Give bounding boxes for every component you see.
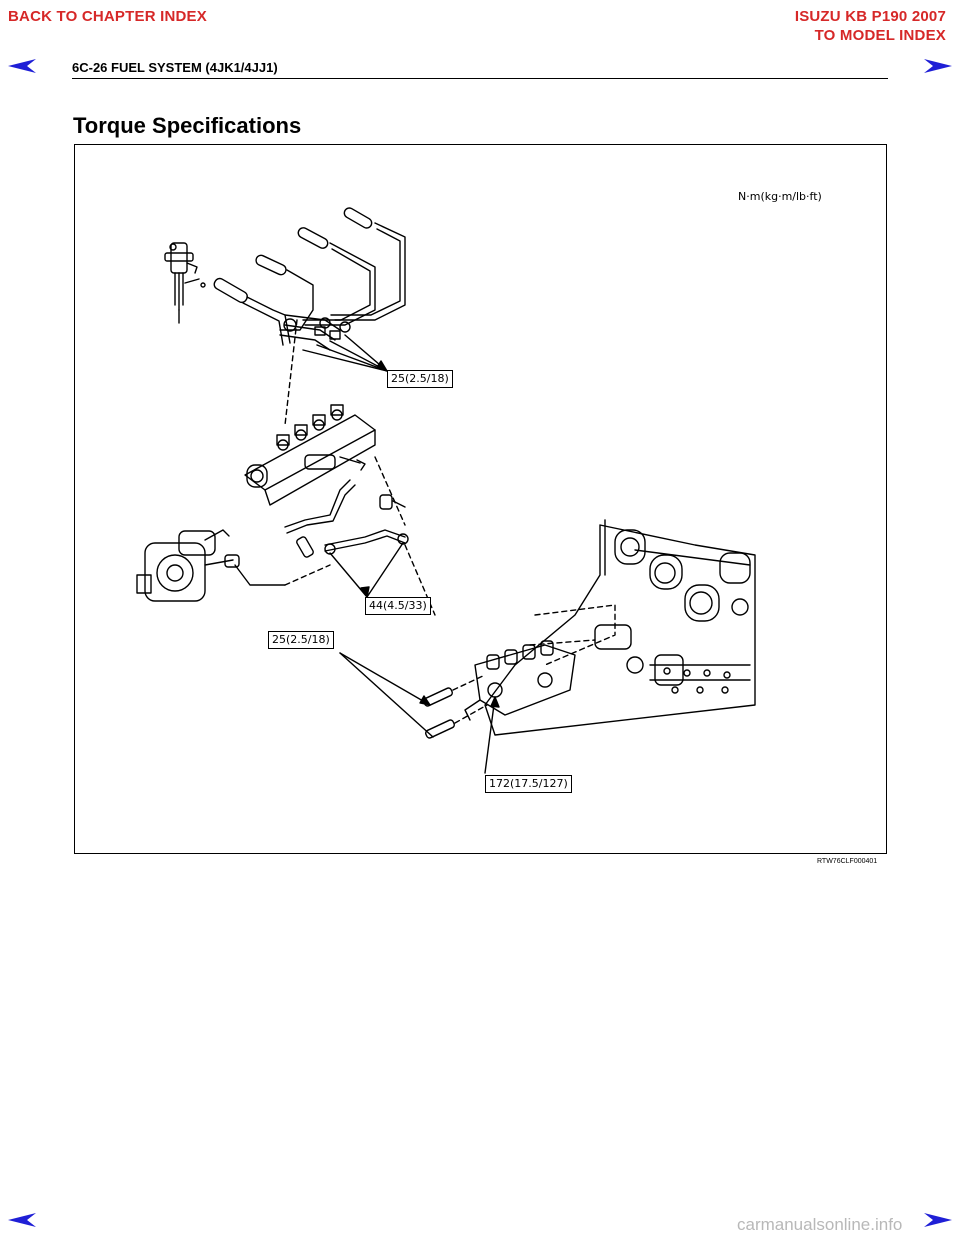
section-title: 6C-26 FUEL SYSTEM (4JK1/4JJ1) — [72, 60, 278, 75]
pump-bracket-drawing — [464, 640, 576, 721]
common-rail-drawing — [244, 319, 376, 506]
to-model-index-link[interactable]: TO MODEL INDEX — [814, 27, 946, 44]
header-rule — [72, 78, 888, 79]
page-heading: Torque Specifications — [73, 113, 302, 138]
supply-pump-drawing — [136, 529, 331, 602]
torque-callout-bolts: 25(2.5/18) — [268, 631, 334, 649]
torque-figure: N·m(kg·m/lb·ft) 25(2.5/18) 44(4.5/33) 25… — [74, 144, 887, 854]
next-page-arrow-icon[interactable] — [923, 1212, 953, 1228]
torque-callout-bracket: 172(17.5/127) — [485, 775, 572, 793]
fuel-pipe-drawing — [284, 479, 409, 558]
callout-1-leaders — [302, 334, 388, 372]
callout-2-leaders — [329, 542, 404, 598]
fuel-system-exploded-drawing — [136, 207, 756, 774]
prev-page-arrow-icon[interactable] — [7, 1212, 37, 1228]
torque-units-label: N·m(kg·m/lb·ft) — [738, 190, 822, 203]
next-page-arrow-icon[interactable] — [923, 58, 953, 74]
site-watermark: carmanualsonline.info — [737, 1215, 903, 1234]
model-title-link[interactable]: ISUZU KB P190 2007 — [794, 8, 946, 25]
torque-callout-pipe-nuts: 25(2.5/18) — [387, 370, 453, 388]
callout-4-leader — [484, 696, 500, 774]
injector-drawing — [164, 242, 206, 324]
bolts-drawing — [339, 652, 488, 739]
prev-page-arrow-icon[interactable] — [7, 58, 37, 74]
figure-id: RTW76CLF000401 — [817, 858, 878, 865]
back-to-chapter-index-link[interactable]: BACK TO CHAPTER INDEX — [8, 8, 207, 25]
engine-block-drawing — [484, 519, 756, 736]
torque-callout-fuel-pipe: 44(4.5/33) — [365, 597, 431, 615]
injection-pipes-drawing — [213, 207, 406, 351]
